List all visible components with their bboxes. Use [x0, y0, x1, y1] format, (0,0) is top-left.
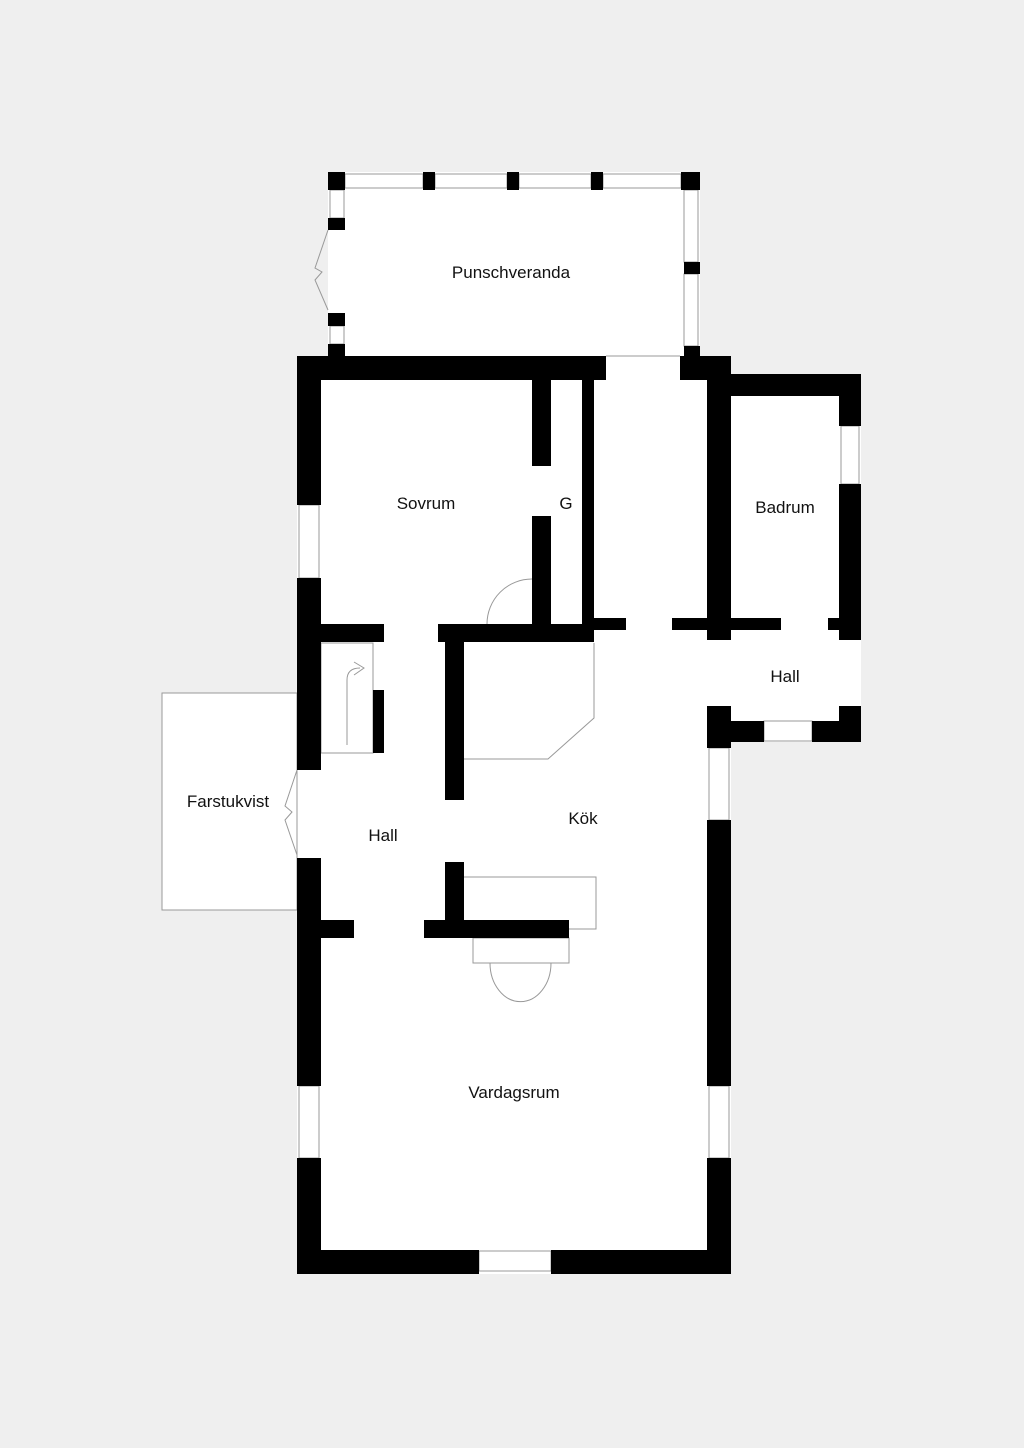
wall: [731, 721, 764, 742]
wall: [297, 1250, 479, 1274]
wall: [582, 380, 594, 628]
room-label-vardagsrum: Vardagsrum: [468, 1083, 559, 1102]
wall: [297, 858, 321, 1086]
room-label-sovrum: Sovrum: [397, 494, 456, 513]
wall: [684, 346, 700, 358]
wall: [445, 862, 464, 938]
wall: [424, 920, 569, 938]
wall: [681, 172, 700, 190]
room-label-farstukvist: Farstukvist: [187, 792, 269, 811]
room-label-hall: Hall: [368, 826, 397, 845]
bathroom-floor: [707, 374, 861, 742]
bedroom-door-arc: [486, 578, 533, 625]
wall: [423, 172, 435, 190]
wall: [672, 618, 707, 630]
wall: [297, 578, 321, 770]
wall: [707, 820, 731, 1086]
room-label-hall-east: Hall: [770, 667, 799, 686]
wall: [839, 484, 861, 640]
room-label-kok: Kök: [568, 809, 598, 828]
entrance-door-swing: [284, 769, 298, 856]
wall: [328, 344, 345, 358]
room-label-badrum: Badrum: [755, 498, 815, 517]
wall: [731, 618, 781, 630]
wall: [839, 706, 861, 742]
wall: [594, 618, 626, 630]
wall: [373, 690, 384, 753]
wall: [684, 262, 700, 274]
wall: [707, 1158, 731, 1274]
porch-floor: [161, 692, 298, 911]
kitchen-cabinet-corner: [463, 643, 595, 760]
wall: [321, 920, 354, 938]
wall: [551, 1250, 731, 1274]
wall: [731, 374, 861, 396]
wall: [445, 642, 464, 800]
wall: [328, 313, 345, 326]
veranda-floor: [328, 172, 700, 358]
wall: [828, 618, 861, 630]
wall: [532, 380, 551, 466]
wall: [532, 516, 551, 628]
wall: [591, 172, 603, 190]
wall: [707, 356, 731, 640]
room-labels: Punschveranda Sovrum G Badrum Hall Farst…: [187, 263, 815, 1102]
veranda-door-swing: [314, 229, 329, 311]
wall: [839, 374, 861, 426]
room-label-punschveranda: Punschveranda: [452, 263, 571, 282]
floor-areas: [161, 172, 861, 1274]
wall: [297, 356, 321, 505]
wall: [707, 706, 731, 748]
stair-arrow: [346, 661, 365, 745]
wall: [438, 624, 594, 642]
main-floor: [297, 356, 731, 1274]
walls: [297, 172, 861, 1274]
wall: [297, 356, 606, 380]
wall: [328, 218, 345, 230]
room-label-garderob: G: [559, 494, 572, 513]
wall: [328, 172, 345, 190]
fireplace-hearth: [489, 962, 552, 1003]
wall: [507, 172, 519, 190]
wall: [321, 624, 384, 642]
